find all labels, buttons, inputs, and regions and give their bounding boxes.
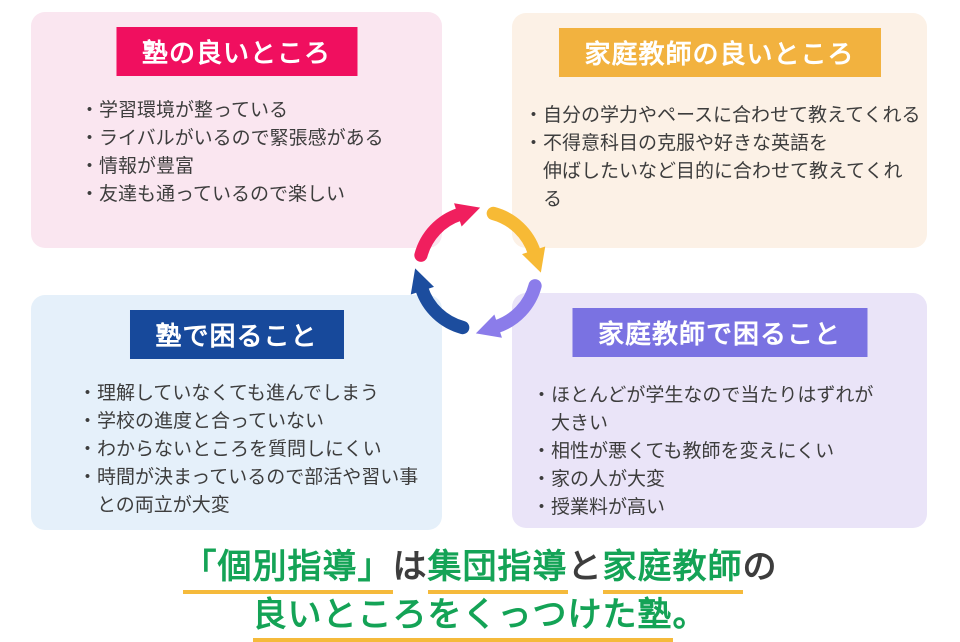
conclusion-line-1: 「個別指導」は集団指導と家庭教師の <box>0 543 960 594</box>
panel-tutor-cons-title: 家庭教師で困ること <box>571 308 868 357</box>
conclusion-line-2: 良いところをくっつけた塾。 <box>0 591 960 642</box>
conclusion-segment: は <box>392 547 428 587</box>
arrow-blue-icon <box>410 268 470 335</box>
list-item: ・わからないところを質問しにくい <box>78 438 382 460</box>
list-item: ・ほとんどが学生なので当たりはずれが 大きい <box>532 384 874 434</box>
panel-juku-cons: 塾で困ること ・理解していなくても進んでしまう ・学校の進度と合っていない ・わ… <box>31 295 442 530</box>
list-item: ・時間が決まっているので部活や習い事 との両立が大変 <box>78 466 419 516</box>
list-item: ・授業料が高い <box>532 496 666 518</box>
list-item: ・家の人が大変 <box>532 468 666 490</box>
list-item: ・不得意科目の克服や好きな英語を 伸ばしたいなど目的に合わせて教えてくれる <box>524 132 903 210</box>
panel-juku-cons-list: ・理解していなくても進んでしまう ・学校の進度と合っていない ・わからないところ… <box>78 379 436 519</box>
list-item: ・友達も通っているので楽しい <box>80 183 346 205</box>
list-item: ・情報が豊富 <box>80 155 195 177</box>
conclusion-text: 「個別指導」は集団指導と家庭教師の 良いところをくっつけた塾。 <box>0 543 960 642</box>
panel-tutor-pros: 家庭教師の良いところ ・自分の学力やペースに合わせて教えてくれる ・不得意科目の… <box>512 13 927 248</box>
panel-juku-pros-title: 塾の良いところ <box>115 27 358 76</box>
list-item: ・学校の進度と合っていない <box>78 410 325 432</box>
panel-tutor-pros-list: ・自分の学力やペースに合わせて教えてくれる ・不得意科目の克服や好きな英語を 伸… <box>524 101 921 213</box>
cycle-arrows-icon <box>410 203 546 338</box>
list-item: ・自分の学力やペースに合わせて教えてくれる <box>524 104 921 126</box>
arrow-yellow-icon <box>486 206 546 273</box>
panel-tutor-pros-title: 家庭教師の良いところ <box>558 28 881 77</box>
conclusion-segment: 集団指導 <box>427 547 568 594</box>
list-item: ・相性が悪くても教師を変えにくい <box>532 440 835 462</box>
arrow-purple-icon <box>475 279 542 338</box>
list-item: ・理解していなくても進んでしまう <box>78 382 379 404</box>
panel-juku-cons-title: 塾で困ること <box>129 310 344 359</box>
panel-juku-pros: 塾の良いところ ・学習環境が整っている ・ライバルがいるので緊張感がある ・情報… <box>31 12 442 248</box>
conclusion-segment: 。 <box>672 595 708 635</box>
list-item: ・学習環境が整っている <box>80 99 289 121</box>
panel-tutor-cons-list: ・ほとんどが学生なので当たりはずれが 大きい ・相性が悪くても教師を変えにくい … <box>532 381 921 521</box>
conclusion-segment: 良いところをくっつけた塾 <box>252 595 673 642</box>
list-item: ・ライバルがいるので緊張感がある <box>80 127 384 149</box>
conclusion-segment: の <box>742 547 778 587</box>
panel-juku-pros-list: ・学習環境が整っている ・ライバルがいるので緊張感がある ・情報が豊富 ・友達も… <box>80 96 436 208</box>
conclusion-segment: 家庭教師 <box>602 547 743 594</box>
arrow-pink-icon <box>414 203 481 262</box>
panel-tutor-cons: 家庭教師で困ること ・ほとんどが学生なので当たりはずれが 大きい ・相性が悪くて… <box>512 293 927 528</box>
conclusion-segment: 「個別指導」 <box>182 547 393 594</box>
conclusion-segment: と <box>567 547 603 587</box>
